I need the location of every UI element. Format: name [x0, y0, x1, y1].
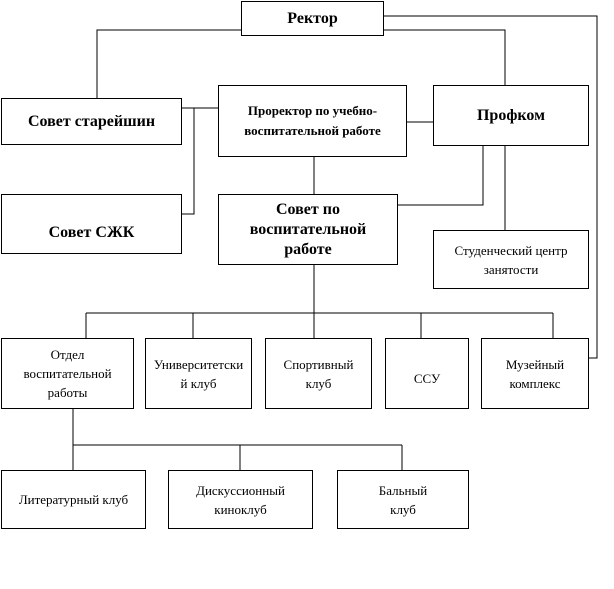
node-museum: Музейный комплекс: [481, 338, 589, 409]
node-council-elders: Совет старейшин: [1, 98, 182, 145]
node-ballroom-club: Бальный клуб: [337, 470, 469, 529]
node-profcom: Профком: [433, 85, 589, 146]
node-ssu: ССУ: [385, 338, 469, 409]
node-sports-club: Спортивный клуб: [265, 338, 372, 409]
node-rector: Ректор: [241, 1, 384, 36]
connector-rector-museum: [384, 15, 598, 359]
node-university-club: Университетский клуб: [145, 338, 252, 409]
connector-rector-elders: [96, 29, 241, 98]
node-council-szhk: Совет СЖК: [1, 194, 182, 254]
connector-szhk-prorector: [181, 108, 195, 215]
node-council-education: Совет по воспитательной работе: [218, 194, 398, 265]
connector-rector-profcom: [384, 29, 506, 85]
node-discussion-club: Дискуссионный киноклуб: [168, 470, 313, 529]
node-student-center: Студенческий центр занятости: [433, 230, 589, 289]
node-prorector: Проректор по учебно-воспитательной работ…: [218, 85, 407, 157]
node-literary-club: Литературный клуб: [1, 470, 146, 529]
node-dept-education: Отдел воспитательной работы: [1, 338, 134, 409]
connector-profcom-council: [397, 145, 484, 206]
